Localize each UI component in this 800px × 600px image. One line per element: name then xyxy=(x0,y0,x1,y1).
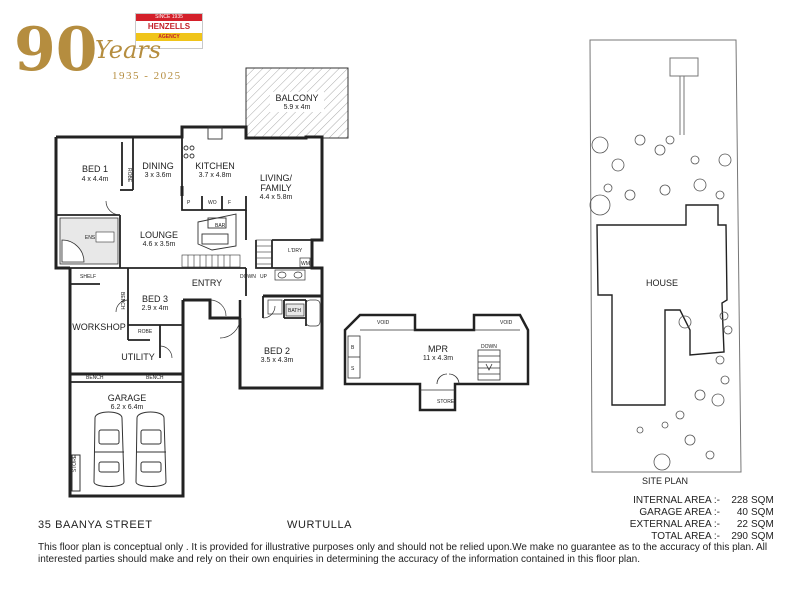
room-name-bed1: BED 1 xyxy=(82,164,108,174)
area-row: INTERNAL AREA :- 228 SQM xyxy=(560,495,779,507)
label-wo: WO xyxy=(208,200,217,206)
area-row: TOTAL AREA :- 290 SQM xyxy=(560,531,779,543)
mpr-labels: VOID VOID B S MPR 11 x 4.3m DOWN STORE xyxy=(351,320,513,405)
area-label: INTERNAL AREA :- xyxy=(633,495,720,506)
label-bench-garage-2: BENCH xyxy=(146,375,164,381)
mpr-interior xyxy=(347,329,520,391)
room-name-mpr: MPR xyxy=(428,344,449,354)
label-down-main: DOWN xyxy=(240,274,256,280)
label-robe-bed3: ROBE xyxy=(138,329,153,335)
car-right-icon xyxy=(135,411,167,487)
area-unit: SQM xyxy=(751,507,774,518)
area-label: GARAGE AREA :- xyxy=(639,507,720,518)
area-row: GARAGE AREA :- 40 SQM xyxy=(560,507,779,519)
room-dim-bed3: 2.9 x 4m xyxy=(142,305,169,312)
area-value: 22 xyxy=(736,519,748,530)
room-name-balcony: BALCONY xyxy=(275,93,318,103)
area-unit: SQM xyxy=(751,495,774,506)
area-label: TOTAL AREA :- xyxy=(651,531,720,542)
site-plan: HOUSE xyxy=(589,39,742,473)
room-name-bed3: BED 3 xyxy=(142,294,168,304)
label-f: F xyxy=(228,200,231,206)
main-stairs xyxy=(181,239,273,269)
disclaimer-text: This floor plan is conceptual only . It … xyxy=(38,542,768,565)
label-robe-bed1: ROBE xyxy=(126,168,132,183)
room-name-living-1: LIVING/ xyxy=(260,173,293,183)
address-street: 35 BAANYA STREET xyxy=(38,519,153,531)
garage-cars xyxy=(71,411,167,492)
label-store-mpr: STORE xyxy=(437,399,455,405)
label-ens: ENS xyxy=(85,235,96,241)
room-name-entry: ENTRY xyxy=(192,278,222,288)
room-labels: BED 1 4 x 4.4m DINING 3 x 3.6m KITCHEN 3… xyxy=(72,161,293,411)
area-value: 228 xyxy=(731,495,748,506)
label-up-main: UP xyxy=(260,274,268,280)
logo-number: 90 xyxy=(14,15,98,85)
room-dim-balcony: 5.9 x 4m xyxy=(284,104,311,111)
room-name-kitchen: KITCHEN xyxy=(195,161,235,171)
logo-dates: 1935 - 2025 xyxy=(112,70,182,82)
label-wm: WM xyxy=(301,261,310,267)
room-name-utility: UTILITY xyxy=(121,352,155,362)
label-bench-garage-1: BENCH xyxy=(86,375,104,381)
room-dim-bed2: 3.5 x 4.3m xyxy=(261,357,294,364)
address-suburb: WURTULLA xyxy=(287,519,353,531)
room-name-dining: DINING xyxy=(142,161,174,171)
room-dim-mpr: 11 x 4.3m xyxy=(423,355,453,362)
area-label: EXTERNAL AREA :- xyxy=(629,519,720,530)
site-house-label: HOUSE xyxy=(646,278,678,288)
area-unit: SQM xyxy=(751,531,774,542)
room-name-workshop: WORKSHOP xyxy=(72,322,126,332)
room-name-garage: GARAGE xyxy=(108,393,147,403)
badge-since: SINCE 1935 xyxy=(136,14,202,21)
area-unit: SQM xyxy=(751,519,774,530)
kitchen-island xyxy=(183,126,237,251)
room-name-living-2: FAMILY xyxy=(260,183,291,193)
label-down-mpr: DOWN xyxy=(481,344,497,350)
label-ldry: L'DRY xyxy=(288,248,303,254)
label-void-left: VOID xyxy=(377,320,390,326)
label-bench-workshop: BENCH xyxy=(119,292,125,310)
logo-ninety: 90 xyxy=(14,15,98,85)
room-dim-living: 4.4 x 5.8m xyxy=(260,194,293,201)
label-p: P xyxy=(187,200,191,206)
logo-years: Years xyxy=(95,36,162,64)
room-dim-dining: 3 x 3.6m xyxy=(145,172,172,179)
small-labels: ROBE SHELF BENCH ROBE BENCH BENCH BAR P … xyxy=(72,168,310,472)
site-trees xyxy=(589,134,733,471)
badge-name: HENZELLS xyxy=(147,22,191,31)
label-void-right: VOID xyxy=(500,320,513,326)
agency-badge: SINCE 1935 HENZELLS AGENCY xyxy=(135,13,203,49)
ensuite: ENS xyxy=(59,217,119,265)
room-dim-garage: 6.2 x 6.4m xyxy=(111,404,144,411)
label-shelf: SHELF xyxy=(80,274,96,280)
room-dim-kitchen: 3.7 x 4.8m xyxy=(199,172,232,179)
mpr-walls xyxy=(343,313,530,412)
area-value: 40 xyxy=(736,507,748,518)
label-bar: BAR xyxy=(215,223,226,229)
laundry-bath xyxy=(267,257,321,327)
label-b: B xyxy=(351,345,355,351)
door-swings xyxy=(105,200,276,359)
label-bath: BATH xyxy=(288,308,301,314)
site-plan-title: SITE PLAN xyxy=(642,476,689,486)
area-value: 290 xyxy=(731,531,748,542)
badge-sub: AGENCY xyxy=(136,33,202,41)
room-dim-lounge: 4.6 x 3.5m xyxy=(143,241,176,248)
area-table: INTERNAL AREA :- 228 SQM GARAGE AREA :- … xyxy=(560,495,779,543)
room-dim-bed1: 4 x 4.4m xyxy=(82,176,109,183)
room-name-lounge: LOUNGE xyxy=(140,230,178,240)
area-row: EXTERNAL AREA :- 22 SQM xyxy=(560,519,779,531)
car-left-icon xyxy=(93,411,125,487)
label-s: S xyxy=(351,366,355,372)
room-name-bed2: BED 2 xyxy=(264,346,290,356)
balcony: BALCONY 5.9 x 4m xyxy=(245,67,349,139)
label-store-garage: STORE xyxy=(72,454,78,472)
